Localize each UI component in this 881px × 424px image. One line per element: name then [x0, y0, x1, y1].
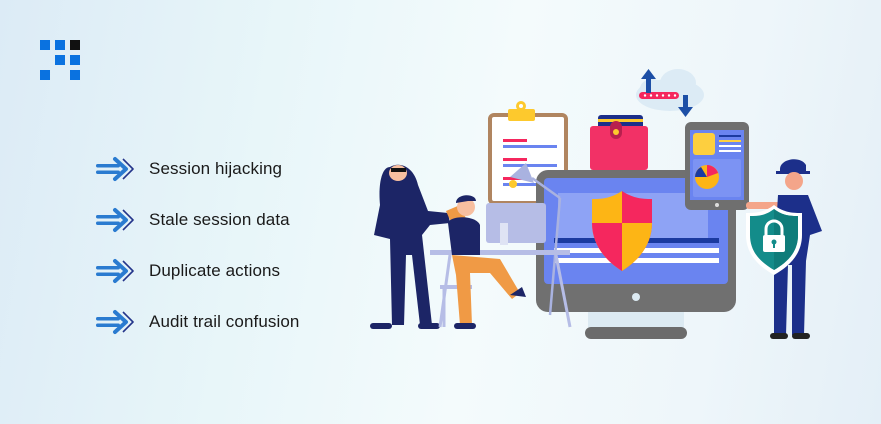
brand-logo: [40, 40, 82, 82]
logo-cell: [55, 55, 65, 65]
double-arrow-right-icon: [96, 258, 134, 283]
double-arrow-right-icon: [96, 156, 134, 181]
office-worker-figure: [430, 195, 572, 329]
tablet-chart: [685, 122, 749, 210]
risk-list: Session hijacking Stale session data Dup…: [95, 143, 299, 347]
double-arrow-right-icon: [96, 207, 134, 232]
list-item: Duplicate actions: [95, 245, 299, 296]
logo-cell: [70, 70, 80, 80]
list-item-label: Audit trail confusion: [149, 311, 300, 331]
list-item: Stale session data: [95, 194, 299, 245]
logo-cell: [70, 40, 80, 50]
logo-cell: [40, 40, 50, 50]
double-arrow-right-icon: [96, 309, 134, 334]
list-item: Audit trail confusion: [95, 296, 299, 347]
security-illustration: [370, 69, 822, 339]
lock-shield-icon: [746, 205, 802, 275]
list-item-label: Stale session data: [149, 209, 290, 229]
logo-cell: [55, 40, 65, 50]
wallet-icon: [590, 115, 648, 170]
list-item-label: Session hijacking: [149, 158, 283, 178]
logo-cell: [40, 70, 50, 80]
logo-cell: [70, 55, 80, 65]
list-item: Session hijacking: [95, 143, 299, 194]
list-item-label: Duplicate actions: [149, 260, 281, 280]
cloud-password-icon: [636, 69, 704, 117]
monitor-shield: [536, 170, 736, 339]
